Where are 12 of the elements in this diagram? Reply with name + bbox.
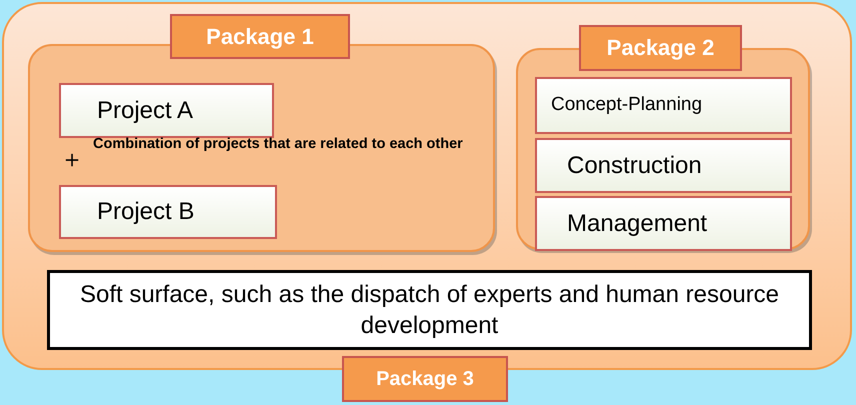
item-box: Management <box>535 196 792 251</box>
item-box: Concept-Planning <box>535 77 792 134</box>
item-box: Project B <box>59 185 277 239</box>
package-tag: Package 1 <box>170 14 350 59</box>
box-text: Soft surface, such as the dispatch of experts and human resource development <box>78 280 780 341</box>
text-box <box>47 270 812 350</box>
package-tag: Package 2 <box>579 25 742 71</box>
item-box: Construction <box>535 138 792 193</box>
plus-sign: ＋ <box>60 148 84 172</box>
item-box: Project A <box>59 83 274 138</box>
package-tag: Package 3 <box>342 356 508 402</box>
note-text: Combination of projects that are related to each other <box>93 136 464 153</box>
